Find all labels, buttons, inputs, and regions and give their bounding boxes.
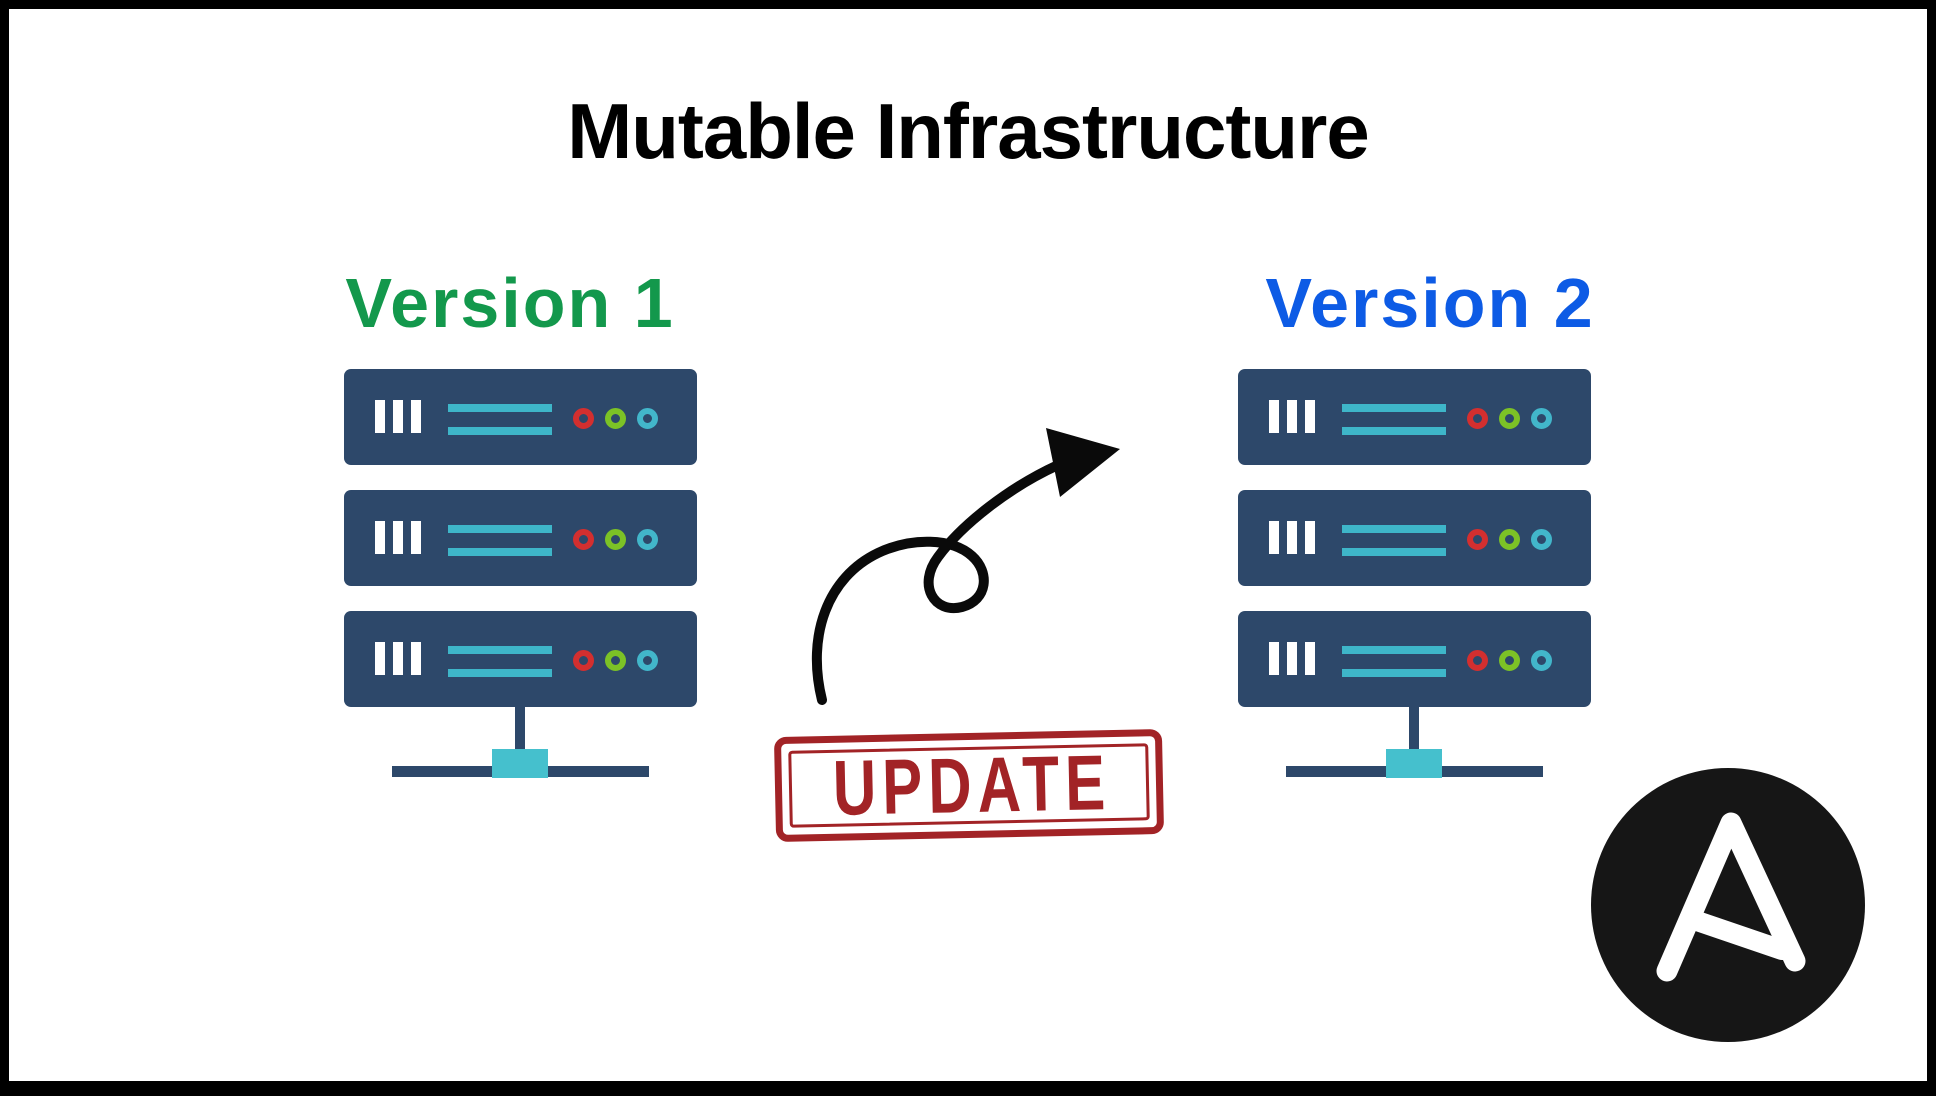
server-led-lights xyxy=(573,529,658,550)
server-slot-bars xyxy=(375,642,421,675)
red-led-icon xyxy=(1467,529,1488,550)
green-led-icon xyxy=(605,650,626,671)
cyan-led-icon xyxy=(1531,408,1552,429)
green-led-icon xyxy=(1499,529,1520,550)
server-led-lights xyxy=(573,650,658,671)
network-connector-icon xyxy=(1409,707,1419,752)
network-connector-icon xyxy=(515,707,525,752)
update-stamp-text: UPDATE xyxy=(831,738,1112,832)
green-led-icon xyxy=(605,408,626,429)
green-led-icon xyxy=(1499,408,1520,429)
version2-server-stack xyxy=(1238,369,1591,778)
server-vent-lines xyxy=(448,646,552,677)
server-slot-bars xyxy=(1269,400,1315,433)
server-vent-lines xyxy=(448,525,552,556)
ansible-logo-icon xyxy=(1591,768,1865,1042)
cyan-led-icon xyxy=(637,650,658,671)
curved-loop-arrow-icon xyxy=(811,428,1120,705)
network-hub-icon xyxy=(492,749,548,778)
server-led-lights xyxy=(573,408,658,429)
server-icon xyxy=(1238,611,1591,707)
server-icon xyxy=(1238,369,1591,465)
cyan-led-icon xyxy=(637,529,658,550)
server-icon xyxy=(344,369,697,465)
version-2-label: Version 2 xyxy=(1265,264,1595,342)
green-led-icon xyxy=(605,529,626,550)
red-led-icon xyxy=(573,529,594,550)
server-icon xyxy=(344,490,697,586)
server-vent-lines xyxy=(448,404,552,435)
cyan-led-icon xyxy=(1531,650,1552,671)
version-1-label: Version 1 xyxy=(345,264,675,342)
version1-server-stack xyxy=(344,369,697,778)
red-led-icon xyxy=(573,408,594,429)
server-led-lights xyxy=(1467,529,1552,550)
server-icon xyxy=(344,611,697,707)
server-vent-lines xyxy=(1342,646,1446,677)
red-led-icon xyxy=(573,650,594,671)
update-stamp: UPDATE xyxy=(773,728,1165,843)
update-stamp-inner-border: UPDATE xyxy=(788,738,1150,832)
server-vent-lines xyxy=(1342,404,1446,435)
red-led-icon xyxy=(1467,650,1488,671)
server-slot-bars xyxy=(375,400,421,433)
server-slot-bars xyxy=(375,521,421,554)
server-group xyxy=(1238,369,1591,707)
page-title: Mutable Infrastructure xyxy=(567,87,1369,175)
network-hub-icon xyxy=(1386,749,1442,778)
cyan-led-icon xyxy=(637,408,658,429)
red-led-icon xyxy=(1467,408,1488,429)
server-group xyxy=(344,369,697,707)
cyan-led-icon xyxy=(1531,529,1552,550)
green-led-icon xyxy=(1499,650,1520,671)
server-slot-bars xyxy=(1269,642,1315,675)
server-led-lights xyxy=(1467,408,1552,429)
server-vent-lines xyxy=(1342,525,1446,556)
server-icon xyxy=(1238,490,1591,586)
server-led-lights xyxy=(1467,650,1552,671)
server-slot-bars xyxy=(1269,521,1315,554)
